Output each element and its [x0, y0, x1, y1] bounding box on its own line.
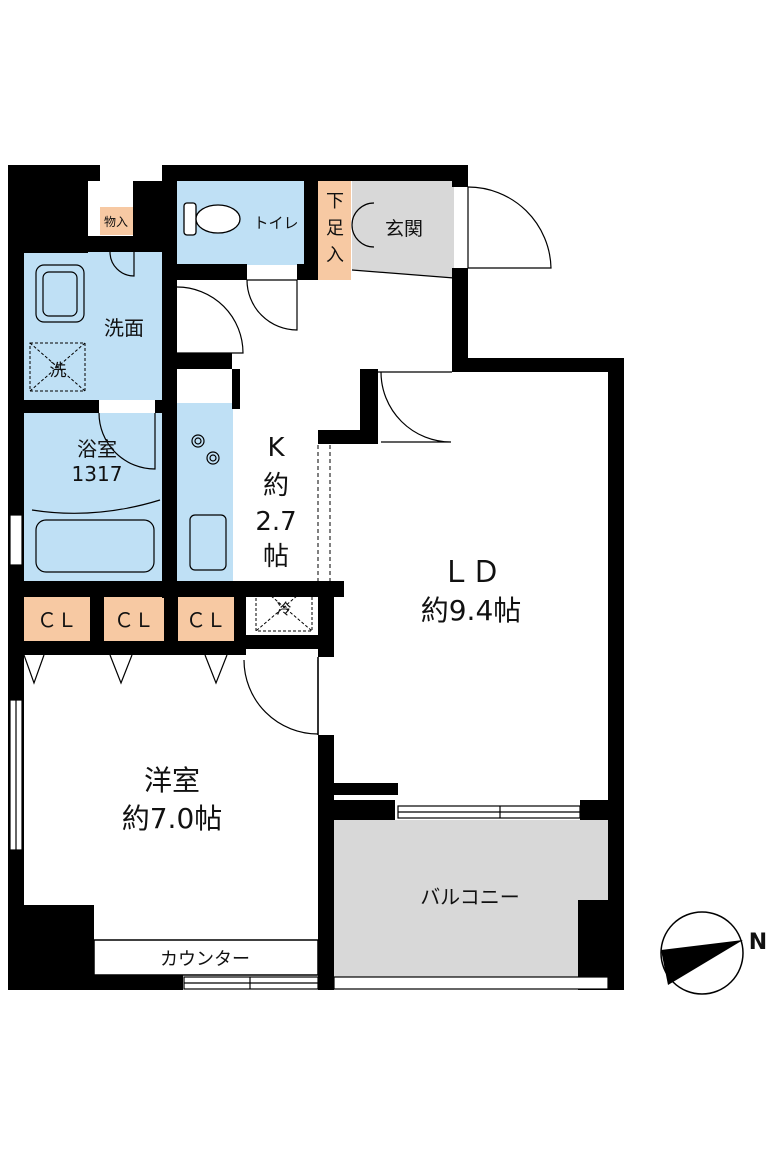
closet-1-label: ＣＬ: [37, 608, 77, 632]
compass-needle: [661, 940, 743, 985]
washer-label: 洗: [50, 361, 67, 381]
kitchen-sink: [189, 514, 227, 571]
doors: [23, 186, 552, 735]
closet-3-fill: [178, 597, 234, 641]
closet-2-label: ＣＬ: [114, 608, 154, 632]
kitchen-sink-area: [177, 403, 233, 581]
entrance-area: [352, 181, 454, 278]
bathroom-area: [24, 413, 162, 581]
counter: [93, 939, 319, 976]
bathtub: [31, 499, 161, 573]
compass: N: [660, 911, 767, 995]
storage-label: 物入: [104, 215, 128, 229]
fridge-space: [255, 582, 313, 632]
western-room-name-label: 洋室: [144, 764, 200, 797]
toilet-fixture: [183, 202, 241, 236]
washer-pan: [29, 342, 86, 392]
shoe-box-fill: [318, 181, 351, 280]
bath-name-label: 浴室: [77, 437, 117, 461]
storage-small-fill: [100, 207, 133, 235]
toilet-label: トイレ: [253, 214, 298, 232]
balcony-area: [333, 820, 608, 980]
washroom-label: 洗面: [104, 316, 144, 340]
washbasin: [35, 264, 85, 323]
balcony-label: バルコニー: [420, 885, 520, 909]
stove-burners: [191, 434, 220, 465]
shoe-box-label-3: 入: [326, 245, 344, 266]
windows: [9, 514, 609, 990]
shoe-box-label-2: 足: [326, 218, 344, 239]
entrance-label: 玄関: [385, 218, 423, 240]
kitchen-size-label-3: 帖: [263, 542, 289, 572]
compass-north-label: N: [749, 930, 767, 955]
kitchen-name-label: K: [267, 433, 285, 463]
fridge-label: 冷: [276, 600, 291, 618]
ld-name-label: ＬＤ: [441, 555, 501, 590]
closet-2-fill: [104, 597, 164, 641]
closet-1-fill: [24, 597, 90, 641]
washroom-area: [24, 252, 162, 400]
shoe-box-label-1: 下: [326, 191, 344, 212]
kitchen-size-label-2: 2.7: [255, 507, 296, 537]
western-room-size-label: 約7.0帖: [122, 802, 223, 835]
closet-3-label: ＣＬ: [186, 608, 226, 632]
counter-label: カウンター: [160, 949, 250, 970]
bath-size-label: 1317: [72, 462, 123, 486]
ld-size-label: 約9.4帖: [421, 594, 522, 627]
kitchen-size-label-1: 約: [263, 471, 289, 501]
